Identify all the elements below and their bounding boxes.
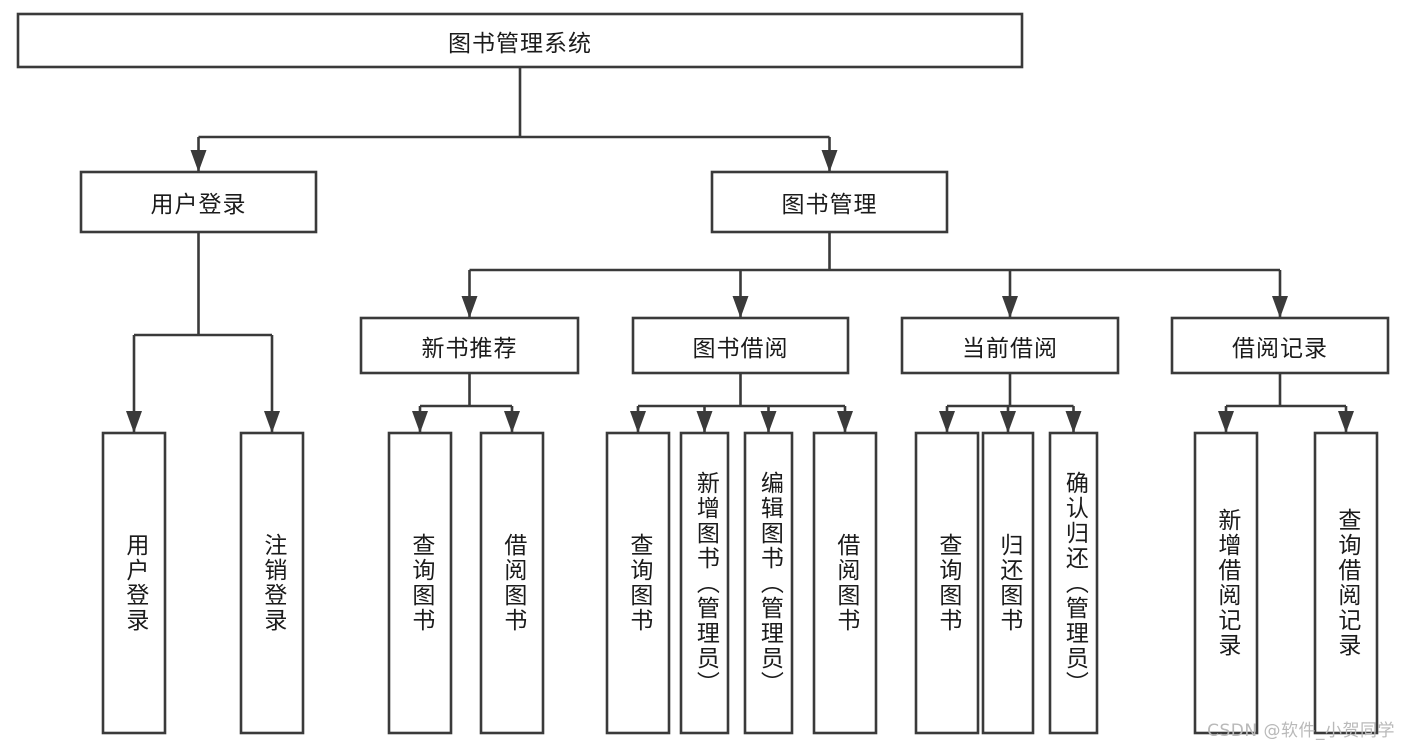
edge-arrowhead-newbook — [461, 296, 478, 318]
node-box-l2[interactable] — [239, 431, 305, 735]
node-box-bookmgmt[interactable] — [710, 170, 949, 234]
edge-arrowhead-b2 — [696, 411, 713, 433]
node-box-root[interactable] — [16, 12, 1024, 69]
edge-arrowhead-b3 — [760, 411, 777, 433]
node-box-c3[interactable] — [1048, 431, 1099, 735]
edge-arrowhead-c1 — [939, 411, 955, 433]
boxes-layer — [16, 12, 1390, 735]
edge-group-current — [939, 373, 1082, 433]
edge-arrowhead-records — [1272, 296, 1288, 318]
watermark-text: CSDN @软件_小贺同学 — [1207, 721, 1395, 741]
node-box-borrow[interactable] — [631, 316, 850, 375]
edge-arrowhead-b1 — [630, 411, 646, 433]
edge-group-bookmgmt — [461, 232, 1288, 318]
edge-arrowhead-b4 — [837, 411, 853, 433]
node-box-login[interactable] — [79, 170, 318, 234]
edge-arrowhead-borrow — [732, 296, 749, 318]
edge-group-root — [190, 67, 838, 172]
edge-arrowhead-r1 — [1218, 411, 1234, 433]
node-box-b4[interactable] — [812, 431, 878, 735]
edge-arrowhead-current — [1002, 296, 1018, 318]
node-box-newbook[interactable] — [359, 316, 580, 375]
edge-arrowhead-c3 — [1065, 411, 1082, 433]
edge-arrowhead-l2 — [264, 411, 280, 433]
edge-group-records — [1218, 373, 1354, 433]
node-box-c2[interactable] — [981, 431, 1035, 735]
edge-arrowhead-n1 — [412, 411, 428, 433]
edge-arrowhead-login — [190, 150, 207, 172]
edge-group-login — [126, 232, 280, 433]
node-box-r1[interactable] — [1193, 431, 1259, 735]
node-box-c1[interactable] — [914, 431, 980, 735]
edge-arrowhead-bookmgmt — [821, 150, 838, 172]
node-box-records[interactable] — [1170, 316, 1390, 375]
edge-group-borrow — [630, 373, 853, 433]
node-box-b2[interactable] — [679, 431, 730, 735]
edge-arrowhead-l1 — [126, 411, 142, 433]
edge-group-newbook — [412, 373, 520, 433]
node-box-current[interactable] — [900, 316, 1120, 375]
node-box-n2[interactable] — [479, 431, 545, 735]
node-box-r2[interactable] — [1313, 431, 1379, 735]
edges-layer — [126, 67, 1354, 433]
edge-arrowhead-r2 — [1338, 411, 1354, 433]
edge-arrowhead-n2 — [504, 411, 520, 433]
node-box-l1[interactable] — [101, 431, 167, 735]
edge-arrowhead-c2 — [1000, 411, 1016, 433]
node-box-b3[interactable] — [743, 431, 794, 735]
node-box-n1[interactable] — [387, 431, 453, 735]
node-box-b1[interactable] — [605, 431, 671, 735]
